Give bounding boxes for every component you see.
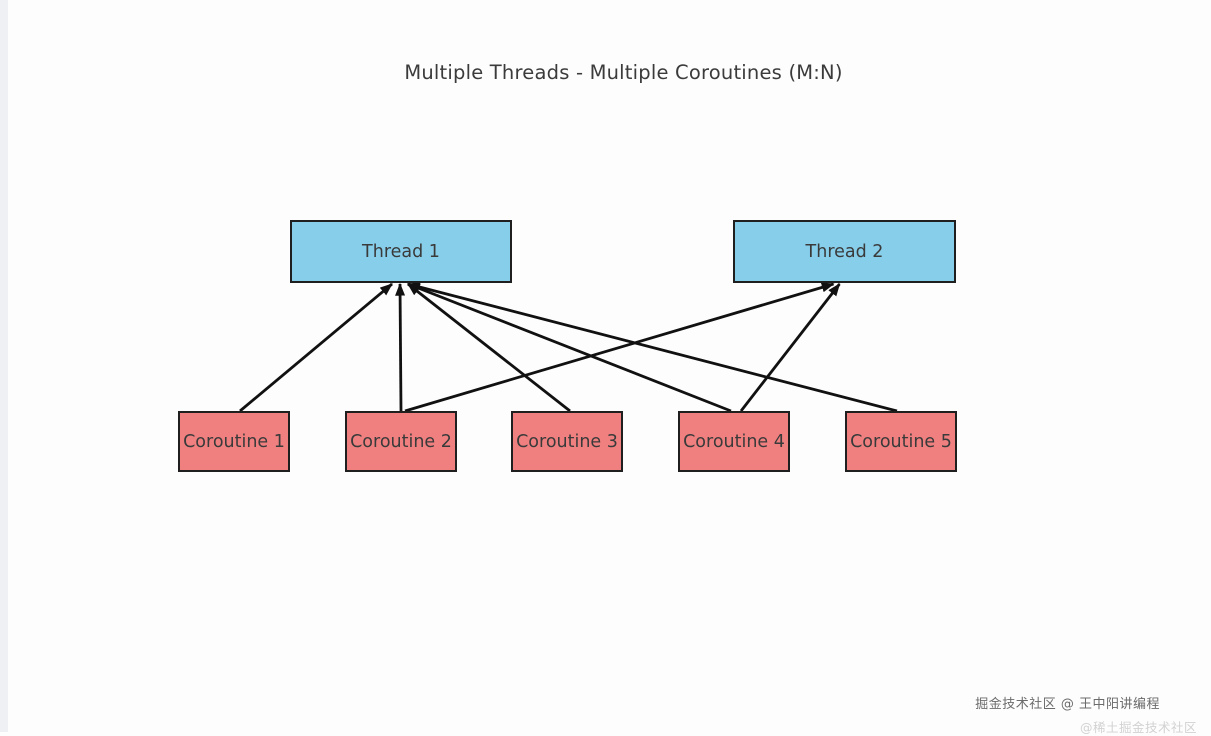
edge-c5-to-t1 [406,282,898,413]
node-label: Thread 2 [805,241,884,262]
edge-c2-to-t1 [395,282,406,412]
node-label: Thread 1 [362,241,440,262]
node-coroutine-4: Coroutine 4 [678,411,790,472]
node-label: Coroutine 4 [683,431,785,452]
node-coroutine-2: Coroutine 2 [345,411,457,472]
node-coroutine-5: Coroutine 5 [845,411,957,472]
node-thread-1: Thread 1 [290,220,512,283]
node-thread-2: Thread 2 [733,220,956,283]
node-coroutine-3: Coroutine 3 [511,411,623,472]
page-left-edge [0,0,8,732]
node-label: Coroutine 1 [183,431,285,452]
watermark-community-author: 掘金技术社区 @ 王中阳讲编程 [975,697,1160,712]
edge-c4-to-t1 [406,282,732,413]
node-coroutine-1: Coroutine 1 [178,411,290,472]
edge-c4-to-t2 [739,283,841,412]
node-label: Coroutine 5 [850,431,952,452]
watermark-community-faint: @稀土掘金技术社区 [1079,720,1197,735]
edge-c1-to-t1 [239,282,393,413]
edge-c2-to-t2 [404,282,835,413]
node-label: Coroutine 2 [350,431,452,452]
edge-c3-to-t1 [407,282,571,413]
node-label: Coroutine 3 [516,431,618,452]
diagram-title: Multiple Threads - Multiple Coroutines (… [404,61,843,84]
